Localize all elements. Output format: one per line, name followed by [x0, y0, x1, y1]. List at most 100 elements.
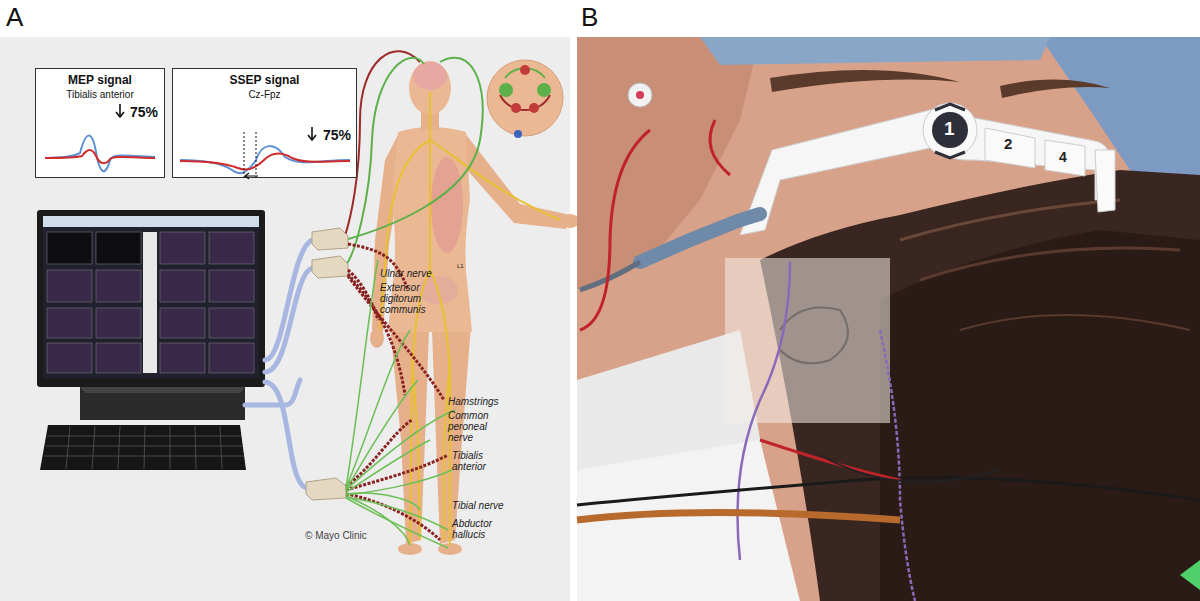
illustration-part	[209, 270, 254, 302]
box-text: 75%	[317, 128, 357, 143]
illustration-part	[580, 130, 650, 330]
signal-box: SSEP signalCz-Fpz 75%	[172, 68, 357, 178]
electrode-head-inset	[487, 60, 563, 138]
illustration-part	[312, 256, 348, 278]
illustration-part	[725, 258, 890, 423]
illustration-part	[346, 455, 448, 490]
illustration-part	[40, 425, 246, 470]
illustration-part	[0, 37, 570, 601]
data-cables	[245, 240, 312, 488]
illustration-part	[577, 513, 900, 521]
illustration-part	[577, 37, 760, 290]
text-label: L1	[457, 263, 464, 270]
illustration-part	[96, 270, 141, 302]
illustration-part	[430, 140, 560, 220]
nerves	[380, 92, 560, 545]
illustration-part	[346, 260, 378, 488]
illustration-part	[1000, 79, 1110, 98]
box-text: 75%	[124, 105, 164, 120]
text-label: 1	[944, 119, 955, 140]
illustration-part	[1180, 560, 1200, 590]
box-text: Tibialis anterior	[36, 89, 164, 100]
illustration-part	[520, 65, 530, 75]
illustration-part	[312, 228, 348, 250]
illustration-part	[529, 103, 539, 113]
illustration-part	[209, 232, 254, 264]
illustration-part	[47, 343, 92, 373]
illustration-part	[143, 232, 157, 373]
illustration-part	[47, 436, 241, 437]
illustration-part	[96, 232, 141, 264]
box-title: MEP signal	[36, 74, 164, 87]
illustration-part	[209, 308, 254, 338]
illustration-part	[170, 426, 171, 469]
illustration-part	[346, 470, 452, 495]
illustration-part	[345, 58, 483, 240]
illustration-part	[346, 497, 448, 530]
text-label: Tibial nerve	[452, 500, 504, 511]
text-label: B	[581, 3, 598, 32]
text-label: © Mayo Clinic	[305, 530, 367, 541]
illustration-part	[460, 132, 566, 229]
illustration-part	[160, 270, 205, 302]
illustration-part	[80, 387, 245, 393]
illustration-part	[346, 440, 430, 492]
illustration-part	[499, 83, 513, 97]
illustration-part	[431, 157, 463, 253]
illustration-part	[37, 210, 265, 387]
illustration-part	[265, 268, 312, 372]
text-label: A	[6, 3, 23, 32]
illustration-part	[628, 83, 652, 107]
illustration-part	[66, 426, 70, 469]
keyboard	[40, 425, 246, 470]
illustration-part	[935, 152, 965, 158]
illustration-part	[346, 380, 418, 490]
illustration-part	[920, 248, 1180, 280]
illustration-part	[346, 410, 455, 490]
text-label: Hamstrings	[448, 396, 538, 407]
illustration-part	[700, 37, 1050, 65]
illustration-part	[932, 112, 968, 148]
illustration-part	[487, 60, 563, 136]
illustration-part	[770, 70, 960, 92]
illustration-part	[636, 91, 644, 99]
text-label: Extensor digitorum communis	[380, 282, 462, 315]
illustration-part	[144, 426, 145, 469]
illustration-part	[960, 315, 1190, 330]
illustration-part	[511, 103, 521, 113]
text-label: Ulnar nerve	[380, 268, 460, 279]
text-label: Tibialis anterior	[452, 450, 504, 472]
text-label: 4	[1059, 150, 1067, 165]
illustration-part	[118, 426, 120, 469]
illustration-part	[220, 426, 222, 469]
illustration-part	[923, 103, 977, 157]
scalp-wires	[345, 51, 483, 266]
illustration-part	[1045, 140, 1085, 176]
illustration-part	[537, 83, 551, 97]
box-text: Cz-Fpz	[173, 89, 356, 100]
illustration-part	[514, 130, 522, 138]
illustration-part	[195, 426, 196, 469]
illustration-part	[245, 380, 300, 405]
illustration-part	[577, 478, 1200, 506]
illustration-part	[710, 120, 730, 175]
illustration-part	[577, 37, 1200, 601]
illustration-part	[47, 232, 92, 264]
text-label: Common peroneal nerve	[448, 410, 504, 443]
illustration-part	[47, 308, 92, 338]
illustration-part	[43, 216, 259, 378]
box-title: SSEP signal	[173, 74, 356, 87]
illustration-part	[306, 478, 346, 500]
illustration-part	[780, 308, 848, 364]
illustration-part	[880, 330, 915, 601]
illustration-part	[43, 216, 259, 227]
human-figure	[370, 61, 579, 555]
illustration-part	[985, 128, 1035, 168]
illustration-part	[96, 308, 141, 338]
illustration-part	[160, 343, 205, 373]
panel-a-background	[0, 37, 570, 601]
signal-box: MEP signalTibialis anterior 75%	[35, 68, 165, 178]
illustration-part	[265, 382, 306, 488]
illustration-part	[160, 308, 205, 338]
